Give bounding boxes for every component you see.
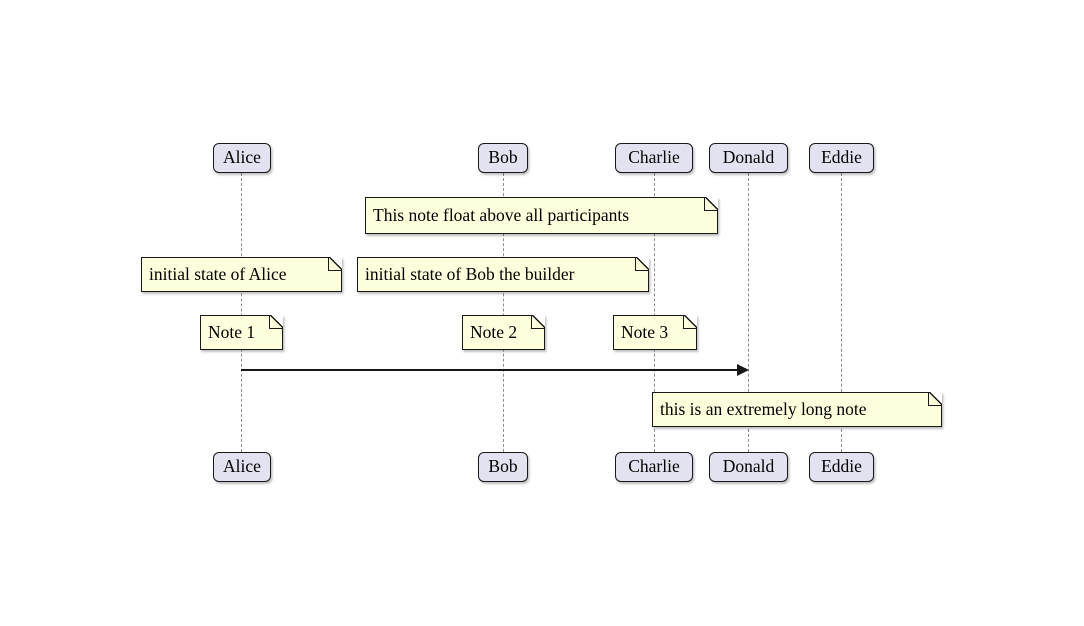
note-fold-corner-icon	[531, 315, 545, 329]
participant-box-charlie-bottom: Charlie	[615, 452, 693, 482]
note-3: Note 3	[613, 315, 697, 350]
participant-box-alice-bottom: Alice	[213, 452, 271, 482]
participant-box-bob-bottom: Bob	[478, 452, 528, 482]
participant-label: Bob	[488, 147, 518, 168]
participant-label: Alice	[223, 147, 261, 168]
participant-label: Charlie	[628, 147, 680, 168]
note-text: Note 2	[470, 321, 518, 342]
participant-box-donald-top: Donald	[709, 143, 788, 173]
note-initial-state-alice: initial state of Alice	[141, 257, 342, 292]
note-float-above-participants: This note float above all participants	[365, 197, 718, 234]
note-text: this is an extremely long note	[660, 398, 867, 419]
note-text: This note float above all participants	[373, 204, 630, 225]
note-2: Note 2	[462, 315, 545, 350]
note-text: initial state of Bob the builder	[365, 263, 575, 284]
note-fold-corner-icon	[328, 257, 342, 271]
participant-label: Donald	[722, 147, 775, 168]
lifeline-alice	[241, 173, 242, 452]
note-extremely-long: this is an extremely long note	[652, 392, 942, 427]
note-fold-corner-icon	[269, 315, 283, 329]
participant-box-eddie-top: Eddie	[809, 143, 874, 173]
note-fold-corner-icon	[928, 392, 942, 406]
participant-label: Eddie	[821, 456, 862, 477]
note-text: Note 3	[621, 321, 669, 342]
note-fold-corner-icon	[704, 197, 718, 211]
note-1: Note 1	[200, 315, 283, 350]
participant-box-donald-bottom: Donald	[709, 452, 788, 482]
note-text: initial state of Alice	[149, 263, 287, 284]
lifeline-bob	[503, 173, 504, 452]
note-initial-state-bob: initial state of Bob the builder	[357, 257, 649, 292]
lifeline-eddie	[841, 173, 842, 452]
note-fold-corner-icon	[635, 257, 649, 271]
note-fold-corner-icon	[683, 315, 697, 329]
participant-box-alice-top: Alice	[213, 143, 271, 173]
participant-label: Alice	[223, 456, 261, 477]
lifeline-charlie	[654, 173, 655, 452]
participant-label: Charlie	[628, 456, 680, 477]
participant-box-charlie-top: Charlie	[615, 143, 693, 173]
participant-box-bob-top: Bob	[478, 143, 528, 173]
lifeline-donald	[748, 173, 749, 452]
participant-box-eddie-bottom: Eddie	[809, 452, 874, 482]
message-arrow-alice-to-donald	[241, 369, 738, 371]
participant-label: Donald	[722, 456, 775, 477]
arrowhead-icon	[737, 364, 749, 376]
note-text: Note 1	[208, 321, 256, 342]
participant-label: Eddie	[821, 147, 862, 168]
participant-label: Bob	[488, 456, 518, 477]
